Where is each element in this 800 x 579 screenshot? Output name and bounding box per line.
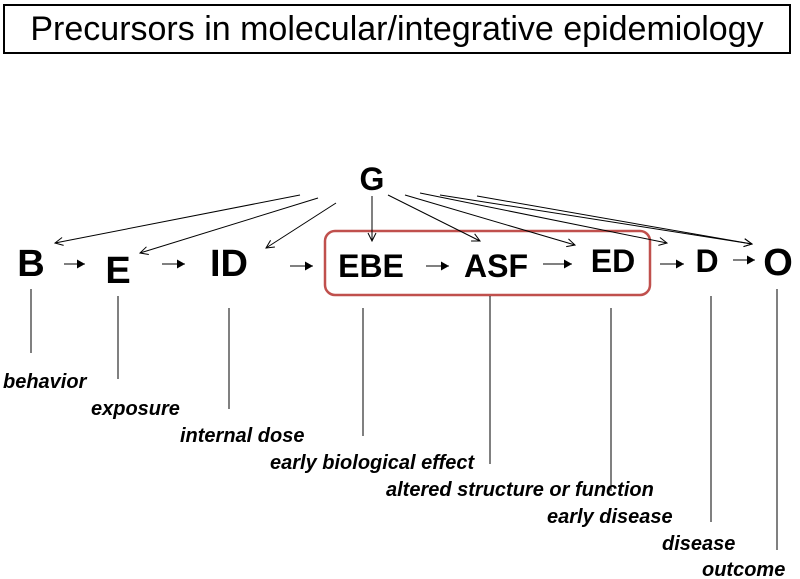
node-ed: ED bbox=[590, 243, 636, 279]
arrow-g-to-asf bbox=[387, 194, 480, 241]
label-exposure: exposure bbox=[91, 398, 180, 420]
node-d: D bbox=[695, 243, 719, 279]
diagram-title: Precursors in molecular/integrative epid… bbox=[30, 9, 764, 48]
node-g: G bbox=[359, 161, 385, 197]
node-ebe: EBE bbox=[338, 248, 404, 284]
arrow-g-to-o-2 bbox=[476, 195, 752, 244]
node-id: ID bbox=[210, 243, 248, 285]
arrow-g-to-ed bbox=[404, 194, 575, 245]
node-asf: ASF bbox=[464, 248, 528, 284]
label-early-biological-effect: early biological effect bbox=[270, 452, 475, 474]
arrow-g-to-id bbox=[266, 202, 337, 248]
node-o: O bbox=[763, 242, 793, 284]
highlight-box bbox=[323, 229, 652, 297]
label-disease: disease bbox=[662, 533, 736, 555]
arrow-g-to-o bbox=[439, 194, 752, 244]
arrow-g-to-d bbox=[419, 192, 667, 243]
label-behavior: behavior bbox=[3, 371, 87, 393]
label-internal-dose: internal dose bbox=[180, 425, 305, 447]
label-early-disease: early disease bbox=[547, 506, 673, 528]
arrow-g-to-e bbox=[140, 197, 319, 253]
arrow-g-to-b bbox=[55, 194, 301, 243]
label-altered-structure: altered structure or function bbox=[386, 479, 654, 501]
title-box: Precursors in molecular/integrative epid… bbox=[3, 4, 791, 54]
label-outcome: outcome bbox=[702, 559, 786, 579]
node-b: B bbox=[17, 243, 45, 285]
node-e: E bbox=[105, 250, 131, 292]
